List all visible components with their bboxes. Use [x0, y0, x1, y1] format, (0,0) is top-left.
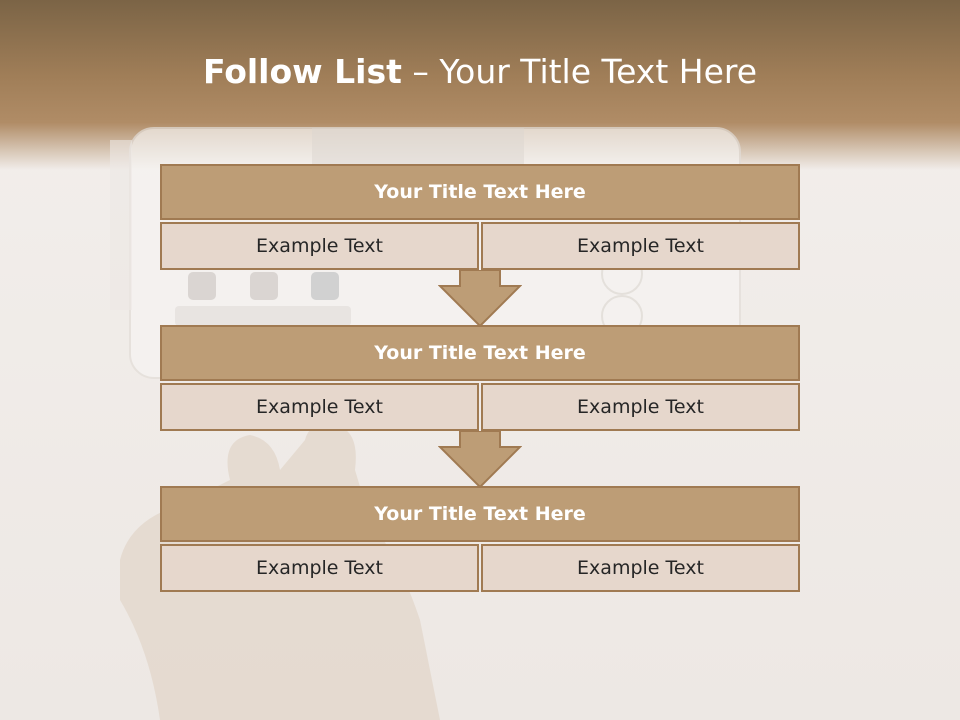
step-cell-left[interactable]: Example Text	[160, 222, 479, 270]
slide-title-strong: Follow List	[202, 52, 402, 91]
slide-title: Follow List – Your Title Text Here	[0, 52, 960, 91]
step-cell-left[interactable]: Example Text	[160, 544, 479, 592]
step-row: Example Text Example Text	[160, 544, 800, 592]
step-3: Your Title Text Here Example Text Exampl…	[160, 486, 800, 592]
down-arrow-icon	[438, 431, 522, 489]
step-cell-right[interactable]: Example Text	[481, 544, 800, 592]
step-title[interactable]: Your Title Text Here	[160, 164, 800, 220]
step-row: Example Text Example Text	[160, 222, 800, 270]
down-arrow-icon	[438, 270, 522, 328]
step-1: Your Title Text Here Example Text Exampl…	[160, 164, 800, 270]
step-cell-right[interactable]: Example Text	[481, 222, 800, 270]
step-cell-left[interactable]: Example Text	[160, 383, 479, 431]
step-title[interactable]: Your Title Text Here	[160, 486, 800, 542]
step-2: Your Title Text Here Example Text Exampl…	[160, 325, 800, 431]
slide-title-rest: – Your Title Text Here	[401, 52, 758, 91]
step-title[interactable]: Your Title Text Here	[160, 325, 800, 381]
step-cell-right[interactable]: Example Text	[481, 383, 800, 431]
step-row: Example Text Example Text	[160, 383, 800, 431]
